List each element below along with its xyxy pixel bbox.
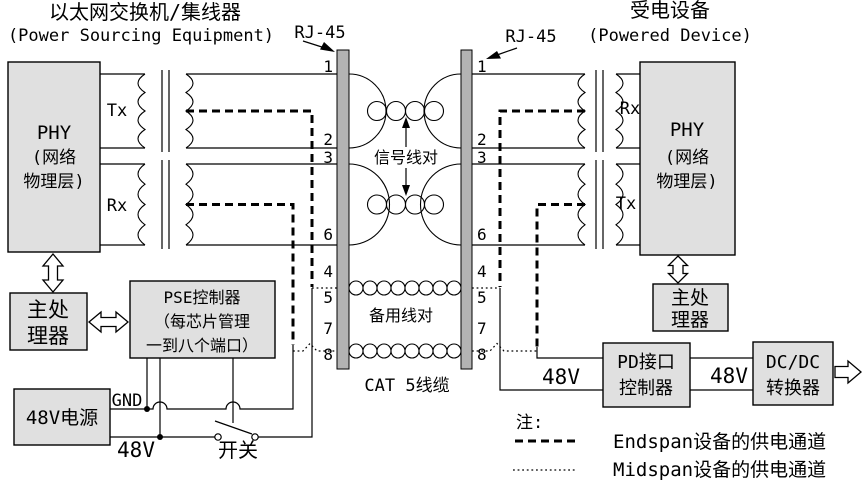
pin-label: 2	[477, 130, 487, 149]
signal-pair-2	[348, 163, 462, 246]
signal-pair-1	[348, 73, 462, 149]
dcdc-line1: DC/DC	[766, 352, 820, 373]
mpu-pse-arrow	[87, 310, 130, 334]
pd-title-en: (Powered Device)	[588, 26, 752, 46]
rx-right-label: Rx	[620, 99, 640, 119]
phy-box-left	[7, 61, 101, 253]
signal-pair-label: 信号线对	[374, 148, 438, 167]
pin-labels-right: 1 2 3 6 4 5 7 8	[477, 57, 487, 364]
rj45-right-label: RJ-45	[505, 27, 556, 47]
legend: 注: Endspan设备的供电通道 Midspan设备的供电通道	[513, 413, 826, 481]
pin-label: 8	[477, 345, 487, 364]
mpu-right-line2: 理器	[671, 309, 709, 331]
pd-title-cn: 受电设备	[630, 0, 710, 22]
legend-endspan-label: Endspan设备的供电通道	[613, 431, 826, 453]
pin-label: 4	[477, 262, 487, 281]
pin-label: 8	[323, 345, 333, 364]
pse-controller-line3: 一到八个端口）	[146, 336, 258, 355]
pin-label: 2	[323, 130, 333, 149]
pin-label: 7	[323, 319, 333, 338]
phy-right-line1: PHY	[670, 119, 705, 141]
phy-right-line3: 物理层)	[656, 172, 717, 192]
pin-label: 3	[323, 148, 333, 167]
rx-left-label: Rx	[107, 196, 127, 216]
spare-pair-1	[348, 280, 462, 296]
rj45-left-label: RJ-45	[294, 23, 345, 43]
mpu-right-line1: 主处	[671, 287, 709, 309]
phy-box-right	[639, 61, 736, 256]
48v-label-pd-mid: 48V	[710, 364, 748, 388]
pse-power-wiring	[110, 288, 313, 440]
switch-label: 开关	[218, 438, 258, 462]
pin-label: 5	[477, 288, 487, 307]
pin-label: 7	[477, 319, 487, 338]
pse-title-en: (Power Sourcing Equipment)	[8, 26, 274, 46]
48v-label-pd-in: 48V	[542, 365, 580, 389]
cat5-cable-label: CAT 5线缆	[364, 376, 449, 396]
rj45-connector-left	[336, 49, 350, 370]
pin-labels-left: 1 2 3 6 4 5 7 8	[323, 57, 333, 364]
phy-left-line1: PHY	[37, 122, 72, 144]
phy-mpu-arrow-right	[666, 255, 690, 284]
pse-title-cn: 以太网交换机/集线器	[49, 0, 241, 24]
pin-label: 5	[323, 288, 333, 307]
pd-power-wiring	[499, 288, 753, 391]
phy-right-line2: (网络	[665, 148, 709, 168]
rj45-left-pointer-arrow	[302, 40, 335, 52]
rj45-right-pointer-arrow	[486, 47, 518, 59]
pin-label: 6	[323, 225, 333, 244]
pse-controller-line2: （每芯片管理	[154, 312, 250, 331]
legend-midspan-label: Midspan设备的供电通道	[613, 459, 826, 481]
spare-pair-label: 备用线对	[369, 306, 433, 325]
pd-controller-line1: PD接口	[617, 352, 675, 373]
phy-left-line2: (网络	[32, 148, 76, 168]
pin-label: 4	[323, 262, 333, 281]
pd-controller-box	[602, 342, 691, 408]
pin-label: 3	[477, 148, 487, 167]
gnd-label: GND	[112, 391, 143, 411]
pin-label: 1	[477, 57, 487, 76]
48v-label-left: 48V	[117, 438, 155, 462]
pse-controller-box	[129, 280, 276, 359]
phy-mpu-arrow-left	[41, 252, 65, 294]
midspan-power-path	[293, 287, 537, 352]
psu-48v-label: 48V电源	[26, 407, 98, 429]
pse-titles: 以太网交换机/集线器 (Power Sourcing Equipment)	[8, 0, 274, 46]
power-switch	[214, 420, 259, 441]
mpu-left-line2: 理器	[27, 324, 69, 348]
pd-controller-line2: 控制器	[619, 378, 673, 399]
spare-pair-2	[348, 343, 462, 359]
mpu-box-left	[9, 292, 88, 351]
tx-left-label: Tx	[107, 101, 127, 121]
mpu-left-line1: 主处	[27, 298, 69, 322]
pin-label: 1	[323, 57, 333, 76]
mpu-box-right	[652, 283, 729, 332]
pse-controller-line1: PSE控制器	[164, 288, 241, 307]
transformer-tx-left: Tx	[100, 70, 337, 152]
endspan-power-path	[186, 109, 585, 347]
pin-label: 6	[477, 225, 487, 244]
phy-left-line3: 物理层)	[23, 172, 84, 192]
dcdc-converter-box	[752, 341, 834, 406]
legend-note-label: 注:	[516, 413, 543, 433]
dcdc-line2: 转换器	[766, 378, 820, 399]
dcdc-output-arrow	[834, 359, 863, 385]
pd-titles: 受电设备 (Powered Device)	[588, 0, 752, 46]
signal-pair-arrow	[402, 117, 410, 196]
psu-48v-box	[13, 388, 111, 446]
rj45-connector-right	[460, 49, 473, 370]
tx-right-label: Tx	[616, 194, 636, 214]
